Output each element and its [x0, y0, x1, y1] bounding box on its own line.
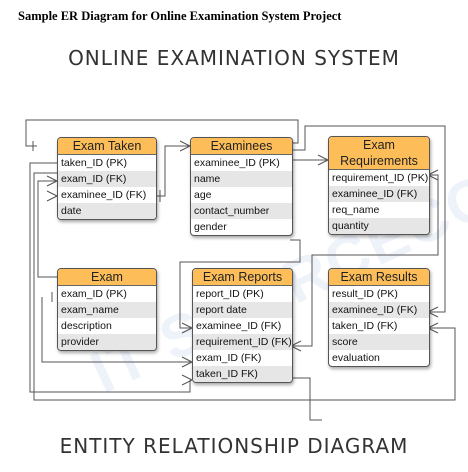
entity-exam-taken[interactable]: Exam Taken taken_ID (PK) exam_ID (FK) ex…: [57, 137, 157, 220]
footer-title: ENTITY RELATIONSHIP DIAGRAM: [59, 434, 409, 458]
link-examtaken-results: [33, 172, 456, 401]
entity-title-line: Requirements: [340, 154, 418, 168]
attribute: provider: [58, 334, 156, 350]
attribute: description: [61, 320, 112, 332]
entity-exam-requirements[interactable]: Exam Requirements requirement_ID (PK) ex…: [328, 136, 430, 235]
attribute: examinee_ID (FK): [329, 186, 429, 202]
attribute: date: [58, 203, 156, 219]
attribute: req_name: [332, 204, 380, 216]
document-title: Sample ER Diagram for Online Examination…: [18, 9, 342, 23]
entity-title: Exam: [58, 269, 156, 286]
attribute: report_ID (PK): [196, 288, 264, 300]
link-exam-reports: [41, 297, 192, 363]
attribute: evaluation: [332, 352, 380, 364]
entity-exam[interactable]: Exam exam_ID (PK) exam_name description …: [57, 268, 157, 351]
attribute: contact_number: [191, 203, 292, 219]
link-examinees-examtaken-outer: [25, 119, 299, 147]
attribute: exam_name: [58, 302, 156, 318]
attribute: requirement_ID (PK): [332, 172, 429, 184]
attribute: quantity: [329, 218, 429, 234]
attribute: report date: [193, 302, 292, 318]
entity-title: Exam Results: [329, 269, 429, 286]
attribute: taken_ID FK): [193, 366, 292, 382]
attribute: age: [194, 189, 212, 201]
attribute: examinee_ID (FK): [329, 302, 429, 318]
attribute: taken_ID (FK): [332, 320, 398, 332]
attribute: exam_ID (PK): [61, 288, 127, 300]
attribute: exam_ID (FK): [58, 171, 156, 187]
attribute: name: [191, 171, 292, 187]
system-title: ONLINE EXAMINATION SYSTEM: [68, 46, 400, 70]
attribute: exam_ID (FK): [196, 352, 262, 364]
link-examtaken-exam: [37, 180, 57, 278]
entity-title: Exam Reports: [193, 269, 292, 286]
attribute: examinee_ID (FK): [61, 189, 147, 201]
attribute: examinee_ID (PK): [194, 157, 280, 169]
entity-title: Exam Requirements: [329, 137, 429, 170]
attribute: examinee_ID (FK): [196, 320, 282, 332]
link-examtaken-reports-taken: [29, 162, 191, 393]
link-requirements-reports: [291, 174, 439, 347]
link-examinees-reports: [179, 239, 301, 329]
entity-title-line: Exam: [363, 138, 395, 152]
attribute: requirement_ID (FK): [193, 334, 292, 350]
link-reports-taken: [291, 377, 322, 421]
entity-exam-results[interactable]: Exam Results result_ID (PK) examinee_ID …: [328, 268, 430, 367]
attribute: result_ID (PK): [332, 288, 398, 300]
attribute: taken_ID (PK): [61, 157, 127, 169]
link-examinees-results: [290, 125, 446, 313]
entity-exam-reports[interactable]: Exam Reports report_ID (PK) report date …: [192, 268, 293, 383]
attribute: score: [329, 334, 429, 350]
entity-examinees[interactable]: Examinees examinee_ID (PK) name age cont…: [190, 137, 293, 236]
link-examtaken-examinees: [155, 145, 190, 197]
entity-title: Exam Taken: [58, 138, 156, 155]
attribute: gender: [194, 221, 227, 233]
entity-title: Examinees: [191, 138, 292, 155]
